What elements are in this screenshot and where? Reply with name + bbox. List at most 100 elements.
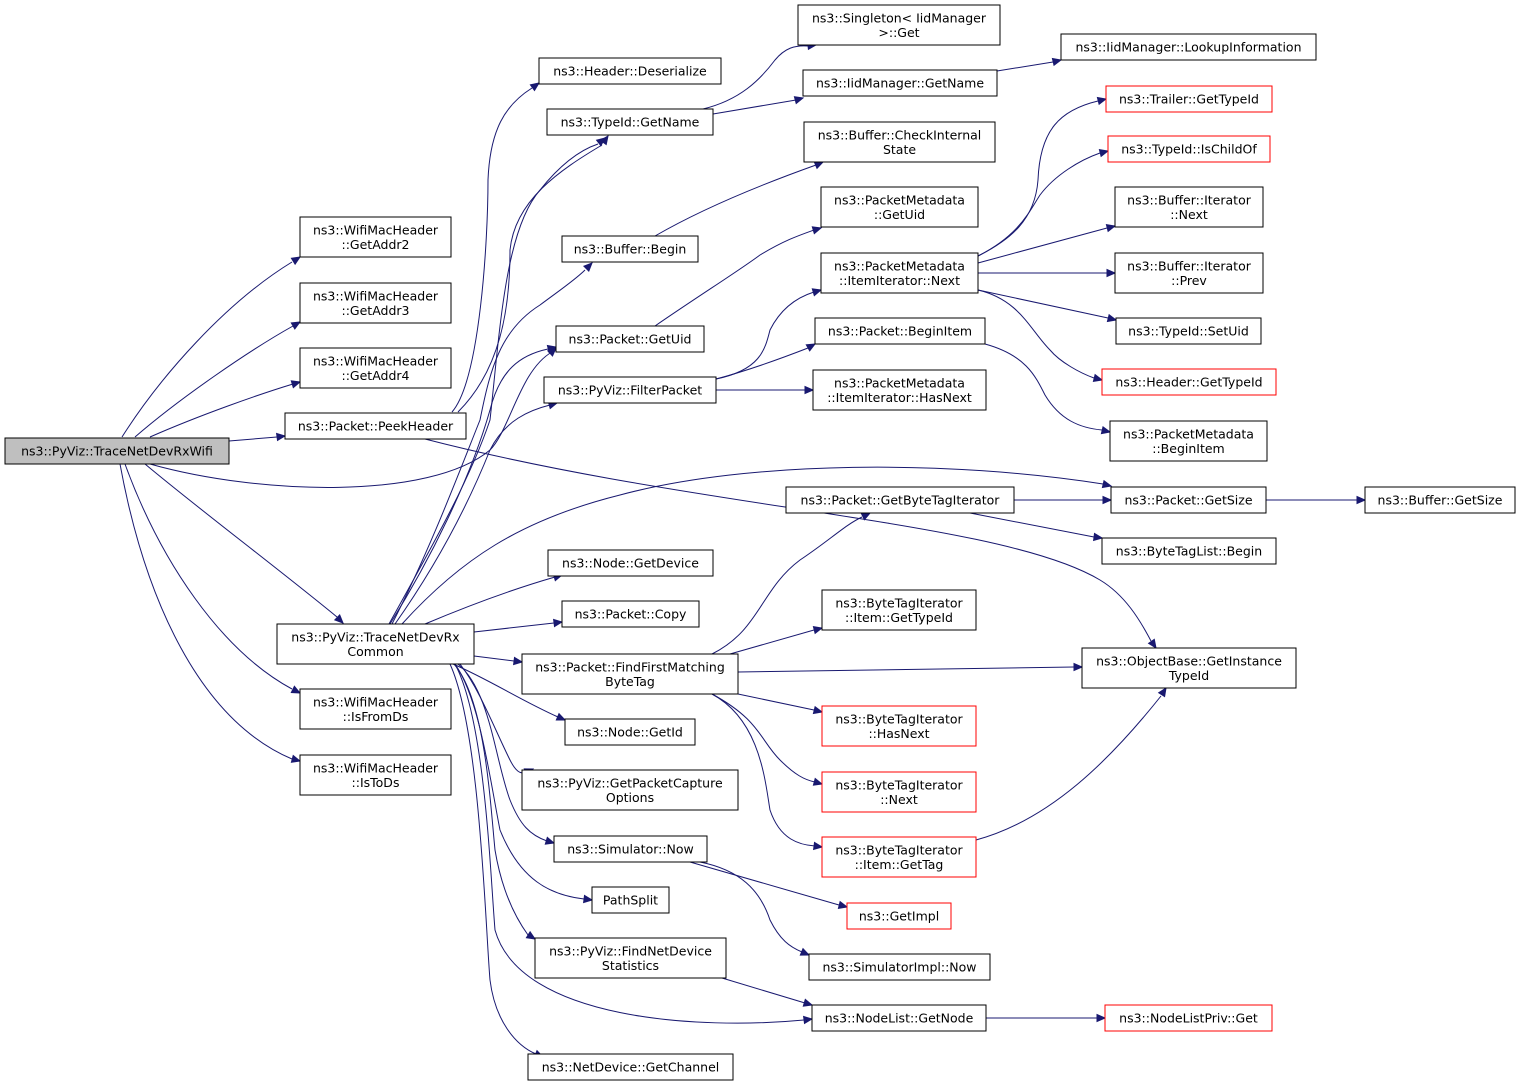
node-label: ns3::SimulatorImpl::Now bbox=[822, 960, 976, 975]
node-box bbox=[527, 1053, 734, 1081]
node-label: ns3::Buffer::Begin bbox=[574, 242, 687, 257]
call-edge-bufbegin-to-checkint bbox=[654, 161, 825, 237]
function-node-itnext[interactable]: ns3::PacketMetadata::ItemIterator::Next bbox=[820, 252, 979, 294]
function-node-trailer[interactable]: ns3::Trailer::GetTypeId bbox=[1105, 85, 1273, 113]
function-node-bitnext[interactable]: ns3::Buffer::Iterator::Next bbox=[1114, 186, 1264, 228]
node-label: ::GetUid bbox=[874, 207, 925, 222]
function-node-simnow[interactable]: ns3::Simulator::Now bbox=[553, 835, 708, 863]
function-node-bufbegin[interactable]: ns3::Buffer::Begin bbox=[561, 235, 699, 263]
node-label: ns3::PyViz::FindNetDevice bbox=[549, 943, 712, 958]
node-label: ns3::PyViz::GetPacketCapture bbox=[537, 775, 723, 790]
function-node-addr4[interactable]: ns3::WifiMacHeader::GetAddr4 bbox=[299, 347, 452, 389]
function-node-getuid[interactable]: ns3::Packet::GetUid bbox=[555, 325, 705, 353]
function-node-iidname[interactable]: ns3::IidManager::GetName bbox=[802, 69, 998, 97]
node-label: ns3::NodeListPriv::Get bbox=[1119, 1011, 1258, 1026]
arrowhead-icon bbox=[529, 82, 541, 92]
node-label: ns3::Packet::BeginItem bbox=[828, 324, 972, 339]
node-box bbox=[821, 589, 977, 631]
function-node-btihasnext[interactable]: ns3::ByteTagIterator::HasNext bbox=[821, 705, 977, 747]
edge-line bbox=[401, 466, 1104, 625]
node-label: ::ItemIterator::Next bbox=[839, 273, 960, 288]
node-label: >::Get bbox=[878, 25, 919, 40]
edge-line bbox=[711, 693, 816, 847]
function-node-peek[interactable]: ns3::Packet::PeekHeader bbox=[284, 412, 467, 440]
edge-line bbox=[424, 576, 556, 625]
call-edge-iidname-to-lookup bbox=[996, 57, 1063, 72]
function-node-addr2[interactable]: ns3::WifiMacHeader::GetAddr2 bbox=[299, 216, 452, 258]
function-node-istods[interactable]: ns3::WifiMacHeader::IsToDs bbox=[299, 754, 452, 796]
call-edge-ffmbt-to-btihasnext bbox=[737, 693, 824, 715]
node-box bbox=[785, 486, 1015, 514]
function-node-isfromds[interactable]: ns3::WifiMacHeader::IsFromDs bbox=[299, 688, 452, 730]
arrowhead-icon bbox=[793, 96, 805, 105]
edge-line bbox=[121, 261, 293, 438]
function-node-hdrdeser[interactable]: ns3::Header::Deserialize bbox=[538, 57, 722, 85]
function-node-simimplnow[interactable]: ns3::SimulatorImpl::Now bbox=[808, 953, 991, 981]
edge-line bbox=[699, 861, 803, 953]
node-label: ns3::Buffer::Iterator bbox=[1127, 192, 1252, 207]
function-node-nlpget[interactable]: ns3::NodeListPriv::Get bbox=[1104, 1004, 1273, 1032]
call-edge-gbti-to-pktsize bbox=[1014, 495, 1113, 505]
function-node-hasnext[interactable]: ns3::PacketMetadata::ItemIterator::HasNe… bbox=[812, 369, 987, 411]
node-box bbox=[1105, 85, 1273, 113]
call-edge-getuid-to-pmuid bbox=[654, 226, 823, 327]
function-node-getchan[interactable]: ns3::NetDevice::GetChannel bbox=[527, 1053, 734, 1081]
edge-line bbox=[391, 269, 586, 625]
node-box bbox=[1109, 420, 1268, 462]
node-label: ns3::ByteTagIterator bbox=[835, 777, 963, 792]
node-label: ns3::PacketMetadata bbox=[1123, 426, 1254, 441]
node-label: ns3::ByteTagIterator bbox=[835, 595, 963, 610]
function-node-btinext[interactable]: ns3::ByteTagIterator::Next bbox=[821, 771, 977, 813]
function-node-nlgetnode[interactable]: ns3::NodeList::GetNode bbox=[811, 1004, 987, 1032]
node-box bbox=[1060, 33, 1317, 61]
node-label: ::GetAddr4 bbox=[342, 368, 410, 383]
arrowhead-icon bbox=[290, 754, 302, 763]
function-node-nodeid[interactable]: ns3::Node::GetId bbox=[564, 718, 696, 746]
function-node-copy[interactable]: ns3::Packet::Copy bbox=[561, 600, 700, 628]
function-node-root[interactable]: ns3::PyViz::TraceNetDevRxWifi bbox=[4, 437, 230, 465]
function-node-pmbegin[interactable]: ns3::PacketMetadata::BeginItem bbox=[1109, 420, 1268, 462]
arrowhead-icon bbox=[1051, 57, 1063, 67]
edge-line bbox=[453, 663, 529, 936]
call-edge-root-to-peek bbox=[228, 432, 287, 442]
node-box bbox=[564, 718, 696, 746]
edge-line bbox=[473, 622, 555, 633]
node-box bbox=[521, 769, 739, 811]
function-node-setuid[interactable]: ns3::TypeId::SetUid bbox=[1115, 317, 1262, 345]
function-node-pmuid[interactable]: ns3::PacketMetadata::GetUid bbox=[820, 186, 979, 228]
edge-line bbox=[149, 383, 294, 438]
function-node-hdrtid[interactable]: ns3::Header::GetTypeId bbox=[1101, 368, 1277, 396]
function-node-bufsize[interactable]: ns3::Buffer::GetSize bbox=[1364, 486, 1516, 514]
node-box bbox=[821, 836, 977, 878]
function-node-btigettag[interactable]: ns3::ByteTagIterator::Item::GetTag bbox=[821, 836, 977, 878]
function-node-gbti[interactable]: ns3::Packet::GetByteTagIterator bbox=[785, 486, 1015, 514]
function-node-ischild[interactable]: ns3::TypeId::IsChildOf bbox=[1107, 135, 1271, 163]
function-node-btigettid[interactable]: ns3::ByteTagIterator::Item::GetTypeId bbox=[821, 589, 977, 631]
function-node-beginitem[interactable]: ns3::Packet::BeginItem bbox=[814, 317, 986, 345]
call-edge-peek-to-objinst bbox=[424, 438, 1157, 650]
function-node-bitprev[interactable]: ns3::Buffer::Iterator::Prev bbox=[1114, 252, 1264, 294]
function-node-lookup[interactable]: ns3::IidManager::LookupInformation bbox=[1060, 33, 1317, 61]
node-label: ns3::Packet::GetByteTagIterator bbox=[801, 493, 1001, 508]
arrowhead-icon bbox=[1106, 268, 1117, 278]
node-label: ns3::PyViz::FilterPacket bbox=[558, 383, 702, 398]
edge-line bbox=[389, 348, 549, 625]
function-node-tidname[interactable]: ns3::TypeId::GetName bbox=[546, 108, 714, 136]
function-node-pathsplit[interactable]: PathSplit bbox=[591, 886, 670, 914]
arrowhead-icon bbox=[583, 262, 593, 272]
function-node-btlbegin[interactable]: ns3::ByteTagList::Begin bbox=[1101, 537, 1277, 565]
function-node-singleton[interactable]: ns3::Singleton< IidManager>::Get bbox=[797, 4, 1001, 46]
node-label: Options bbox=[606, 790, 654, 805]
function-node-filter[interactable]: ns3::PyViz::FilterPacket bbox=[543, 376, 717, 404]
function-node-pktsize[interactable]: ns3::Packet::GetSize bbox=[1110, 486, 1267, 514]
function-node-addr3[interactable]: ns3::WifiMacHeader::GetAddr3 bbox=[299, 282, 452, 324]
function-node-getimpl[interactable]: ns3::GetImpl bbox=[846, 902, 952, 930]
function-node-nodedev[interactable]: ns3::Node::GetDevice bbox=[547, 549, 714, 577]
edge-line bbox=[977, 152, 1101, 257]
